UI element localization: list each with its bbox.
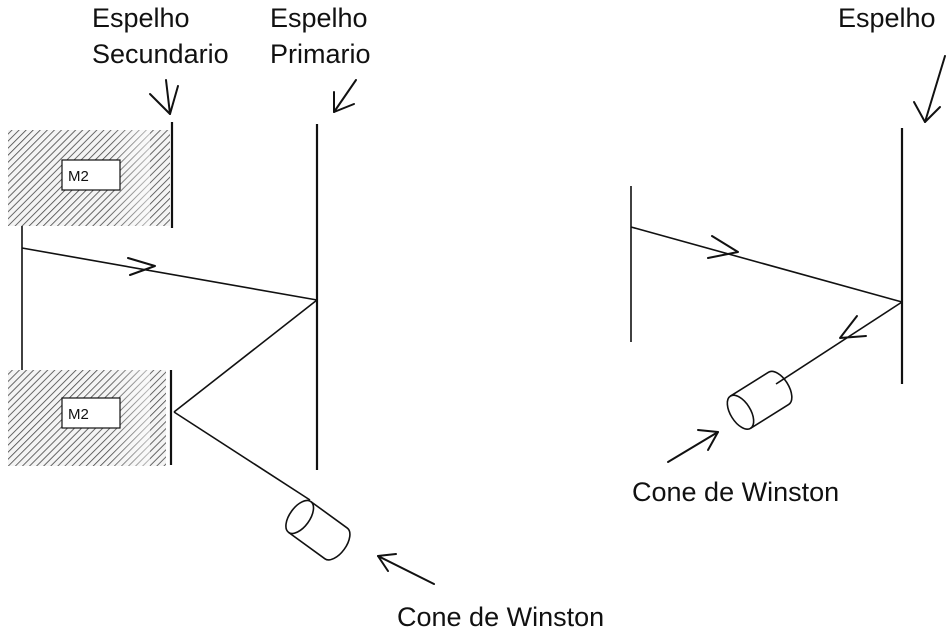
secondary-mirror-block-bottom: M2 (8, 370, 166, 466)
mirror-pointer-arrow-right (913, 55, 946, 123)
right-diagram: Espelho Cone de Winston (630, 3, 946, 507)
secondary-mirror-pointer-arrow (149, 79, 179, 115)
winston-cone-right (726, 370, 793, 430)
incoming-ray (21, 247, 318, 301)
incoming-ray-arrow-right (707, 235, 739, 259)
secondary-mirror-label-line1: Espelho (92, 3, 190, 33)
ray-to-cone (173, 411, 311, 501)
m2-label-top: M2 (68, 168, 89, 185)
cone-label-pointer-right (667, 429, 719, 463)
mirror-label-right: Espelho (838, 3, 936, 33)
incoming-ray-right (630, 226, 903, 303)
primary-mirror-label-line1: Espelho (270, 3, 368, 33)
cone-label-right: Cone de Winston (632, 477, 839, 507)
secondary-mirror-block-top: M2 (8, 130, 170, 226)
primary-mirror-label-line2: Primario (270, 39, 371, 69)
cone-label-pointer-left (377, 553, 435, 585)
secondary-mirror-label-line2: Secundario (92, 39, 229, 69)
m2-label-bottom: M2 (68, 406, 89, 423)
reflected-ray-arrow-right (839, 315, 867, 339)
reflected-ray-to-secondary (173, 299, 318, 413)
primary-mirror-pointer-arrow (333, 79, 357, 113)
left-diagram: Espelho Secundario Espelho Primario M2 M… (8, 3, 604, 632)
incoming-ray-arrow (127, 257, 156, 276)
reflected-ray-right (775, 301, 903, 385)
cone-label-left: Cone de Winston (397, 602, 604, 632)
winston-cone-left (285, 499, 351, 561)
